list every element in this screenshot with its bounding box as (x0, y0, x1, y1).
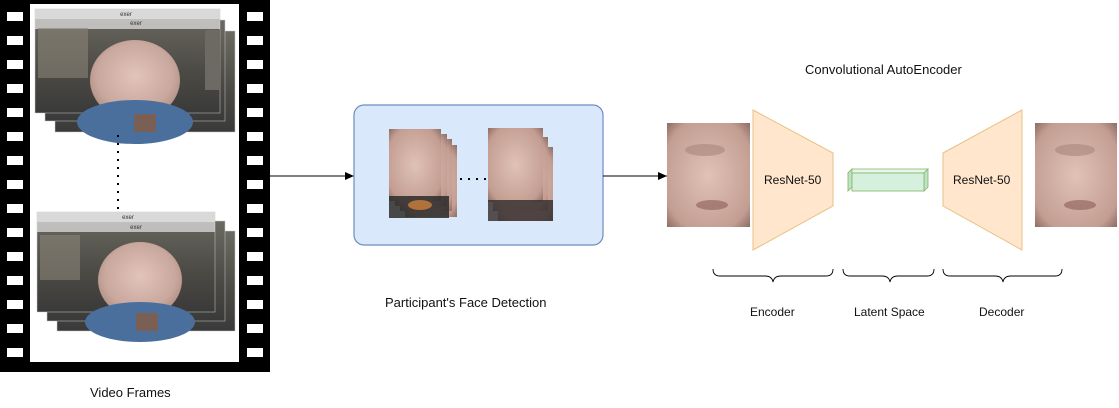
sprocket-hole (247, 180, 263, 189)
sprocket-hole (7, 132, 23, 141)
sprocket-hole (247, 156, 263, 165)
sprocket-hole (7, 300, 23, 309)
sprocket-hole (247, 132, 263, 141)
sprocket-hole (7, 108, 23, 117)
sprocket-hole (247, 348, 263, 357)
sprocket-hole (7, 252, 23, 261)
decoder-brace (942, 268, 1063, 283)
sprocket-hole (7, 228, 23, 237)
latent-brace (842, 268, 935, 283)
sprocket-hole (247, 12, 263, 21)
sprocket-hole (247, 60, 263, 69)
encoder-caption: Encoder (750, 305, 795, 319)
sprocket-hole (7, 204, 23, 213)
sprocket-hole (247, 300, 263, 309)
sprocket-hole (7, 180, 23, 189)
decoder-caption: Decoder (979, 305, 1025, 319)
thumbnail-inset (136, 313, 158, 331)
sprocket-hole (7, 36, 23, 45)
face-detection-caption: Participant's Face Detection (385, 295, 547, 310)
sprocket-hole (247, 276, 263, 285)
sprocket-hole (247, 228, 263, 237)
sprocket-hole (7, 60, 23, 69)
sprocket-hole (7, 348, 23, 357)
encoder-resnet-label: ResNet-50 (764, 173, 822, 187)
sprocket-hole (247, 84, 263, 93)
face-detection-box (353, 104, 604, 246)
frame-label: exer (130, 21, 142, 27)
sprocket-hole (7, 156, 23, 165)
decoder-trapezoid (942, 109, 1023, 251)
face-crop (389, 129, 441, 201)
latent-space-caption: Latent Space (854, 305, 925, 319)
sprocket-hole (247, 324, 263, 333)
video-frame (36, 211, 216, 342)
film-sprocket-holes (7, 12, 263, 357)
face-crop-stack-right (488, 128, 553, 221)
sprocket-hole (7, 84, 23, 93)
video-frame-stack-bottom (36, 211, 236, 342)
participant-face (98, 242, 182, 318)
thumbnail-inset (134, 114, 156, 132)
latent-space-block (847, 168, 929, 192)
frame-label: exer (120, 12, 132, 18)
decoder-resnet-label: ResNet-50 (953, 173, 1011, 187)
sprocket-hole (247, 108, 263, 117)
sprocket-hole (247, 36, 263, 45)
sprocket-hole (7, 276, 23, 285)
frame-label: exer (130, 225, 142, 231)
face-crop-stack-left (389, 129, 457, 218)
face-crop (488, 128, 543, 202)
encoder-brace (712, 268, 834, 283)
sprocket-hole (7, 12, 23, 21)
sprocket-hole (247, 204, 263, 213)
video-frame (34, 8, 221, 144)
input-face-image (667, 123, 750, 227)
sprocket-hole (7, 324, 23, 333)
video-frames-caption: Video Frames (90, 385, 171, 400)
autoencoder-title: Convolutional AutoEncoder (805, 62, 962, 77)
sprocket-hole (247, 252, 263, 261)
encoder-trapezoid (752, 109, 834, 251)
participant-face (90, 40, 180, 120)
output-face-image (1035, 123, 1117, 227)
frame-label: exer (122, 215, 134, 221)
video-frame-stack-top (34, 8, 236, 144)
